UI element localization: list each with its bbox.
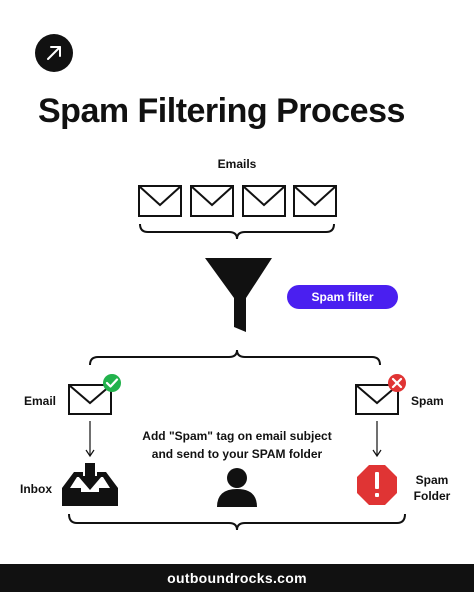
funnel-icon xyxy=(205,258,272,332)
green-check-icon xyxy=(103,374,121,392)
email-label: Email xyxy=(24,394,57,408)
spam-folder-label: Spam Folder xyxy=(407,472,457,504)
envelope-icon xyxy=(68,384,112,415)
arrow-down-icon xyxy=(85,421,95,458)
arrow-down-icon xyxy=(372,421,382,458)
inbox-label: Inbox xyxy=(20,482,52,496)
spam-folder-label-line1: Spam xyxy=(415,473,449,487)
footer-url[interactable]: outboundrocks.com xyxy=(0,564,474,592)
spam-filter-badge: Spam filter xyxy=(287,285,398,309)
arrow-up-right-icon xyxy=(47,46,61,60)
spam-folder-label-line2: Folder xyxy=(413,489,451,503)
page-title: Spam Filtering Process xyxy=(38,92,405,130)
emails-brace xyxy=(139,223,335,240)
spam-action-text: Add "Spam" tag on email subject and send… xyxy=(130,427,344,463)
split-brace xyxy=(89,349,381,366)
spam-action-text-line2: and send to your SPAM folder xyxy=(151,447,323,461)
envelope-icon xyxy=(190,185,234,217)
envelope-icon xyxy=(138,185,182,217)
envelope-icon xyxy=(355,384,399,415)
user-icon xyxy=(217,468,257,507)
inbox-icon xyxy=(62,463,118,506)
emails-label: Emails xyxy=(217,157,257,171)
spam-label: Spam xyxy=(411,394,444,408)
logo-badge xyxy=(35,34,73,72)
envelope-icon xyxy=(293,185,337,217)
red-x-icon xyxy=(388,374,406,392)
warning-octagon-icon xyxy=(357,465,397,505)
spam-action-text-line1: Add "Spam" tag on email subject xyxy=(142,429,332,443)
merge-brace xyxy=(68,513,406,531)
envelope-icon xyxy=(242,185,286,217)
